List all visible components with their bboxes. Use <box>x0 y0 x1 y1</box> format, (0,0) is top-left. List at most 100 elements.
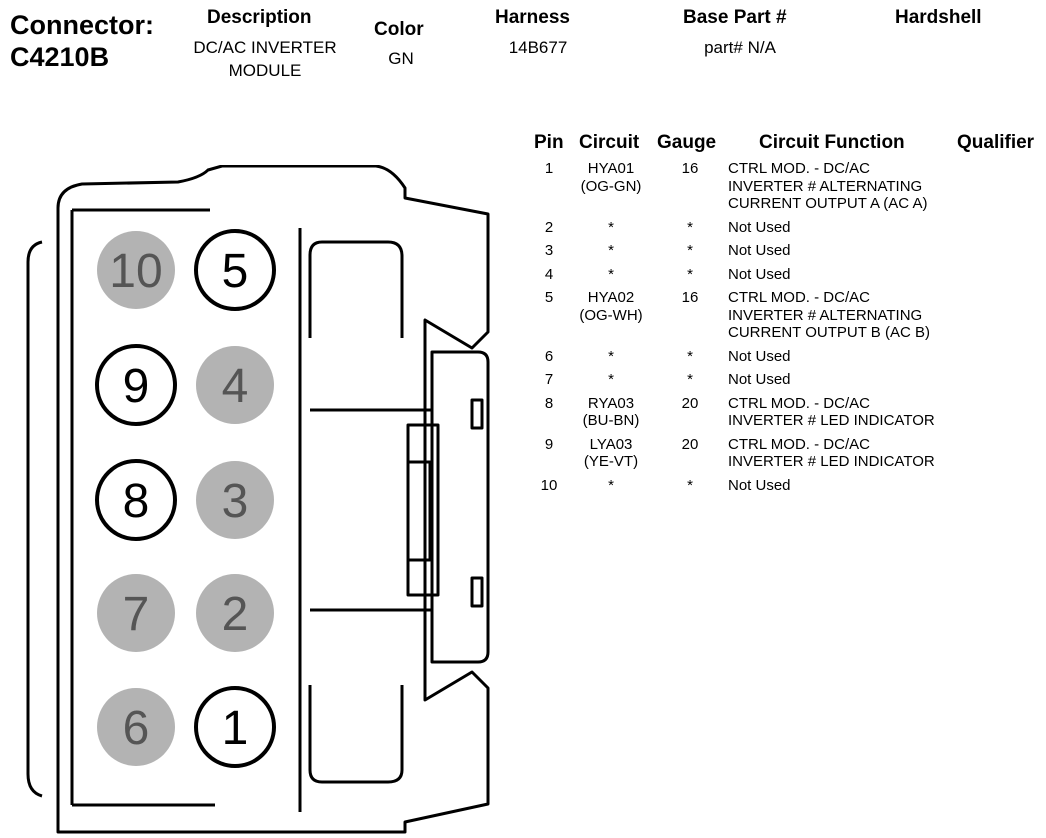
row-3-pin: 3 <box>534 242 564 260</box>
pin-2-label: 2 <box>222 588 249 641</box>
pin-1: 1 <box>194 686 276 768</box>
row-9-pin: 9 <box>534 436 564 454</box>
row-2-function-line: Not Used <box>728 218 791 236</box>
pin-7: 7 <box>97 574 175 652</box>
row-5-gauge-line: 16 <box>681 289 699 306</box>
row-5-function-line: CTRL MOD. - DC/AC <box>728 289 870 306</box>
row-10-function: Not Used <box>728 477 791 495</box>
row-2-gauge: * <box>670 219 710 237</box>
pin-5-label: 5 <box>222 245 249 298</box>
row-1-pin: 1 <box>534 160 564 178</box>
row-7-pin: 7 <box>534 371 564 389</box>
row-8-gauge-line: 20 <box>681 394 699 412</box>
pin-6-circle <box>97 688 175 766</box>
row-1-function-line: CURRENT OUTPUT A (AC A) <box>728 195 928 212</box>
pin-7-label: 7 <box>123 588 150 641</box>
pin-5: 5 <box>194 229 276 311</box>
row-6-gauge-line: * <box>687 347 693 365</box>
row-7-function: Not Used <box>728 371 791 389</box>
pin-5-circle <box>194 229 276 311</box>
color-label: Color <box>374 19 424 40</box>
row-9-gauge-line: 20 <box>681 435 699 453</box>
row-9-circuit-line: (YE-VT) <box>583 453 639 470</box>
pin-6-label: 6 <box>123 702 150 755</box>
row-4-circuit: * <box>566 266 656 284</box>
row-7-circuit-line: * <box>608 371 614 388</box>
pin-7-circle <box>97 574 175 652</box>
row-4-function-line: Not Used <box>728 265 791 283</box>
row-2-pin-line: 2 <box>544 218 554 236</box>
pin-10-label: 10 <box>109 245 162 298</box>
row-8-circuit-line: RYA03 <box>587 394 635 412</box>
row-6-gauge: * <box>670 348 710 366</box>
color-value: GN <box>388 49 414 68</box>
row-6-function-line: Not Used <box>728 347 791 365</box>
connector-housing <box>26 165 490 834</box>
row-3-gauge-line: * <box>687 242 693 259</box>
row-10-pin-line: 10 <box>540 476 558 494</box>
row-1-circuit-line: (OG-GN) <box>580 177 642 195</box>
description-line-1: DC/AC INVERTER <box>193 38 337 57</box>
pin-8-circle <box>95 459 177 541</box>
pin-9: 9 <box>95 344 177 426</box>
row-2-function: Not Used <box>728 219 791 237</box>
row-5-function-line: CURRENT OUTPUT B (AC B) <box>728 324 930 341</box>
row-1-function-line: CTRL MOD. - DC/AC <box>728 160 870 177</box>
pin-6: 6 <box>97 688 175 766</box>
row-3-circuit: * <box>566 242 656 260</box>
description-line-2: MODULE <box>228 61 302 80</box>
row-9-gauge: 20 <box>670 436 710 454</box>
row-5-circuit-line: HYA02 <box>587 289 635 306</box>
harness-value: 14B677 <box>508 38 568 57</box>
col-header-gauge: Gauge <box>657 132 717 153</box>
row-3-function-line: Not Used <box>728 242 791 259</box>
row-6-function: Not Used <box>728 348 791 366</box>
row-10-pin: 10 <box>534 477 564 495</box>
connector-id: C4210B <box>10 42 110 72</box>
row-6-pin-line: 6 <box>544 347 554 365</box>
col-header-circuit: Circuit <box>579 132 640 153</box>
row-10-function-line: Not Used <box>728 476 791 494</box>
pin-1-circle <box>194 686 276 768</box>
row-8-function-line: INVERTER # LED INDICATOR <box>728 412 935 429</box>
row-5-pin: 5 <box>534 289 564 307</box>
row-3-pin-line: 3 <box>544 242 554 259</box>
pin-2: 2 <box>196 574 274 652</box>
row-3-function: Not Used <box>728 242 791 260</box>
pin-10: 10 <box>97 231 175 309</box>
row-6-circuit: * <box>566 348 656 366</box>
base-part-label: Base Part # <box>683 7 787 28</box>
col-header-qualifier: Qualifier <box>957 132 1035 153</box>
row-2-circuit: * <box>566 219 656 237</box>
description-label: Description <box>207 7 312 28</box>
row-7-gauge-line: * <box>687 371 693 388</box>
pin-1-label: 1 <box>222 702 249 755</box>
row-5-gauge: 16 <box>670 289 710 307</box>
row-7-circuit: * <box>566 371 656 389</box>
col-header-function: Circuit Function <box>759 132 905 153</box>
pin-3-circle <box>196 461 274 539</box>
row-9-pin-line: 9 <box>544 435 554 453</box>
row-9-circuit: LYA03(YE-VT) <box>566 436 656 471</box>
row-6-circuit-line: * <box>608 347 614 365</box>
row-8-circuit-line: (BU-BN) <box>582 412 640 429</box>
row-8-function-line: CTRL MOD. - DC/AC <box>728 394 870 412</box>
row-8-circuit: RYA03(BU-BN) <box>566 395 656 430</box>
row-4-pin: 4 <box>534 266 564 284</box>
row-7-gauge: * <box>670 371 710 389</box>
row-9-function-line: INVERTER # LED INDICATOR <box>728 453 935 470</box>
row-6-pin: 6 <box>534 348 564 366</box>
row-5-circuit-line: (OG-WH) <box>579 306 643 324</box>
pin-2-circle <box>196 574 274 652</box>
harness-label: Harness <box>495 7 570 28</box>
connector-label: Connector: <box>10 10 154 40</box>
pin-3-label: 3 <box>222 475 249 528</box>
row-8-pin-line: 8 <box>544 394 554 412</box>
row-2-pin: 2 <box>534 219 564 237</box>
pin-8-label: 8 <box>123 475 150 528</box>
